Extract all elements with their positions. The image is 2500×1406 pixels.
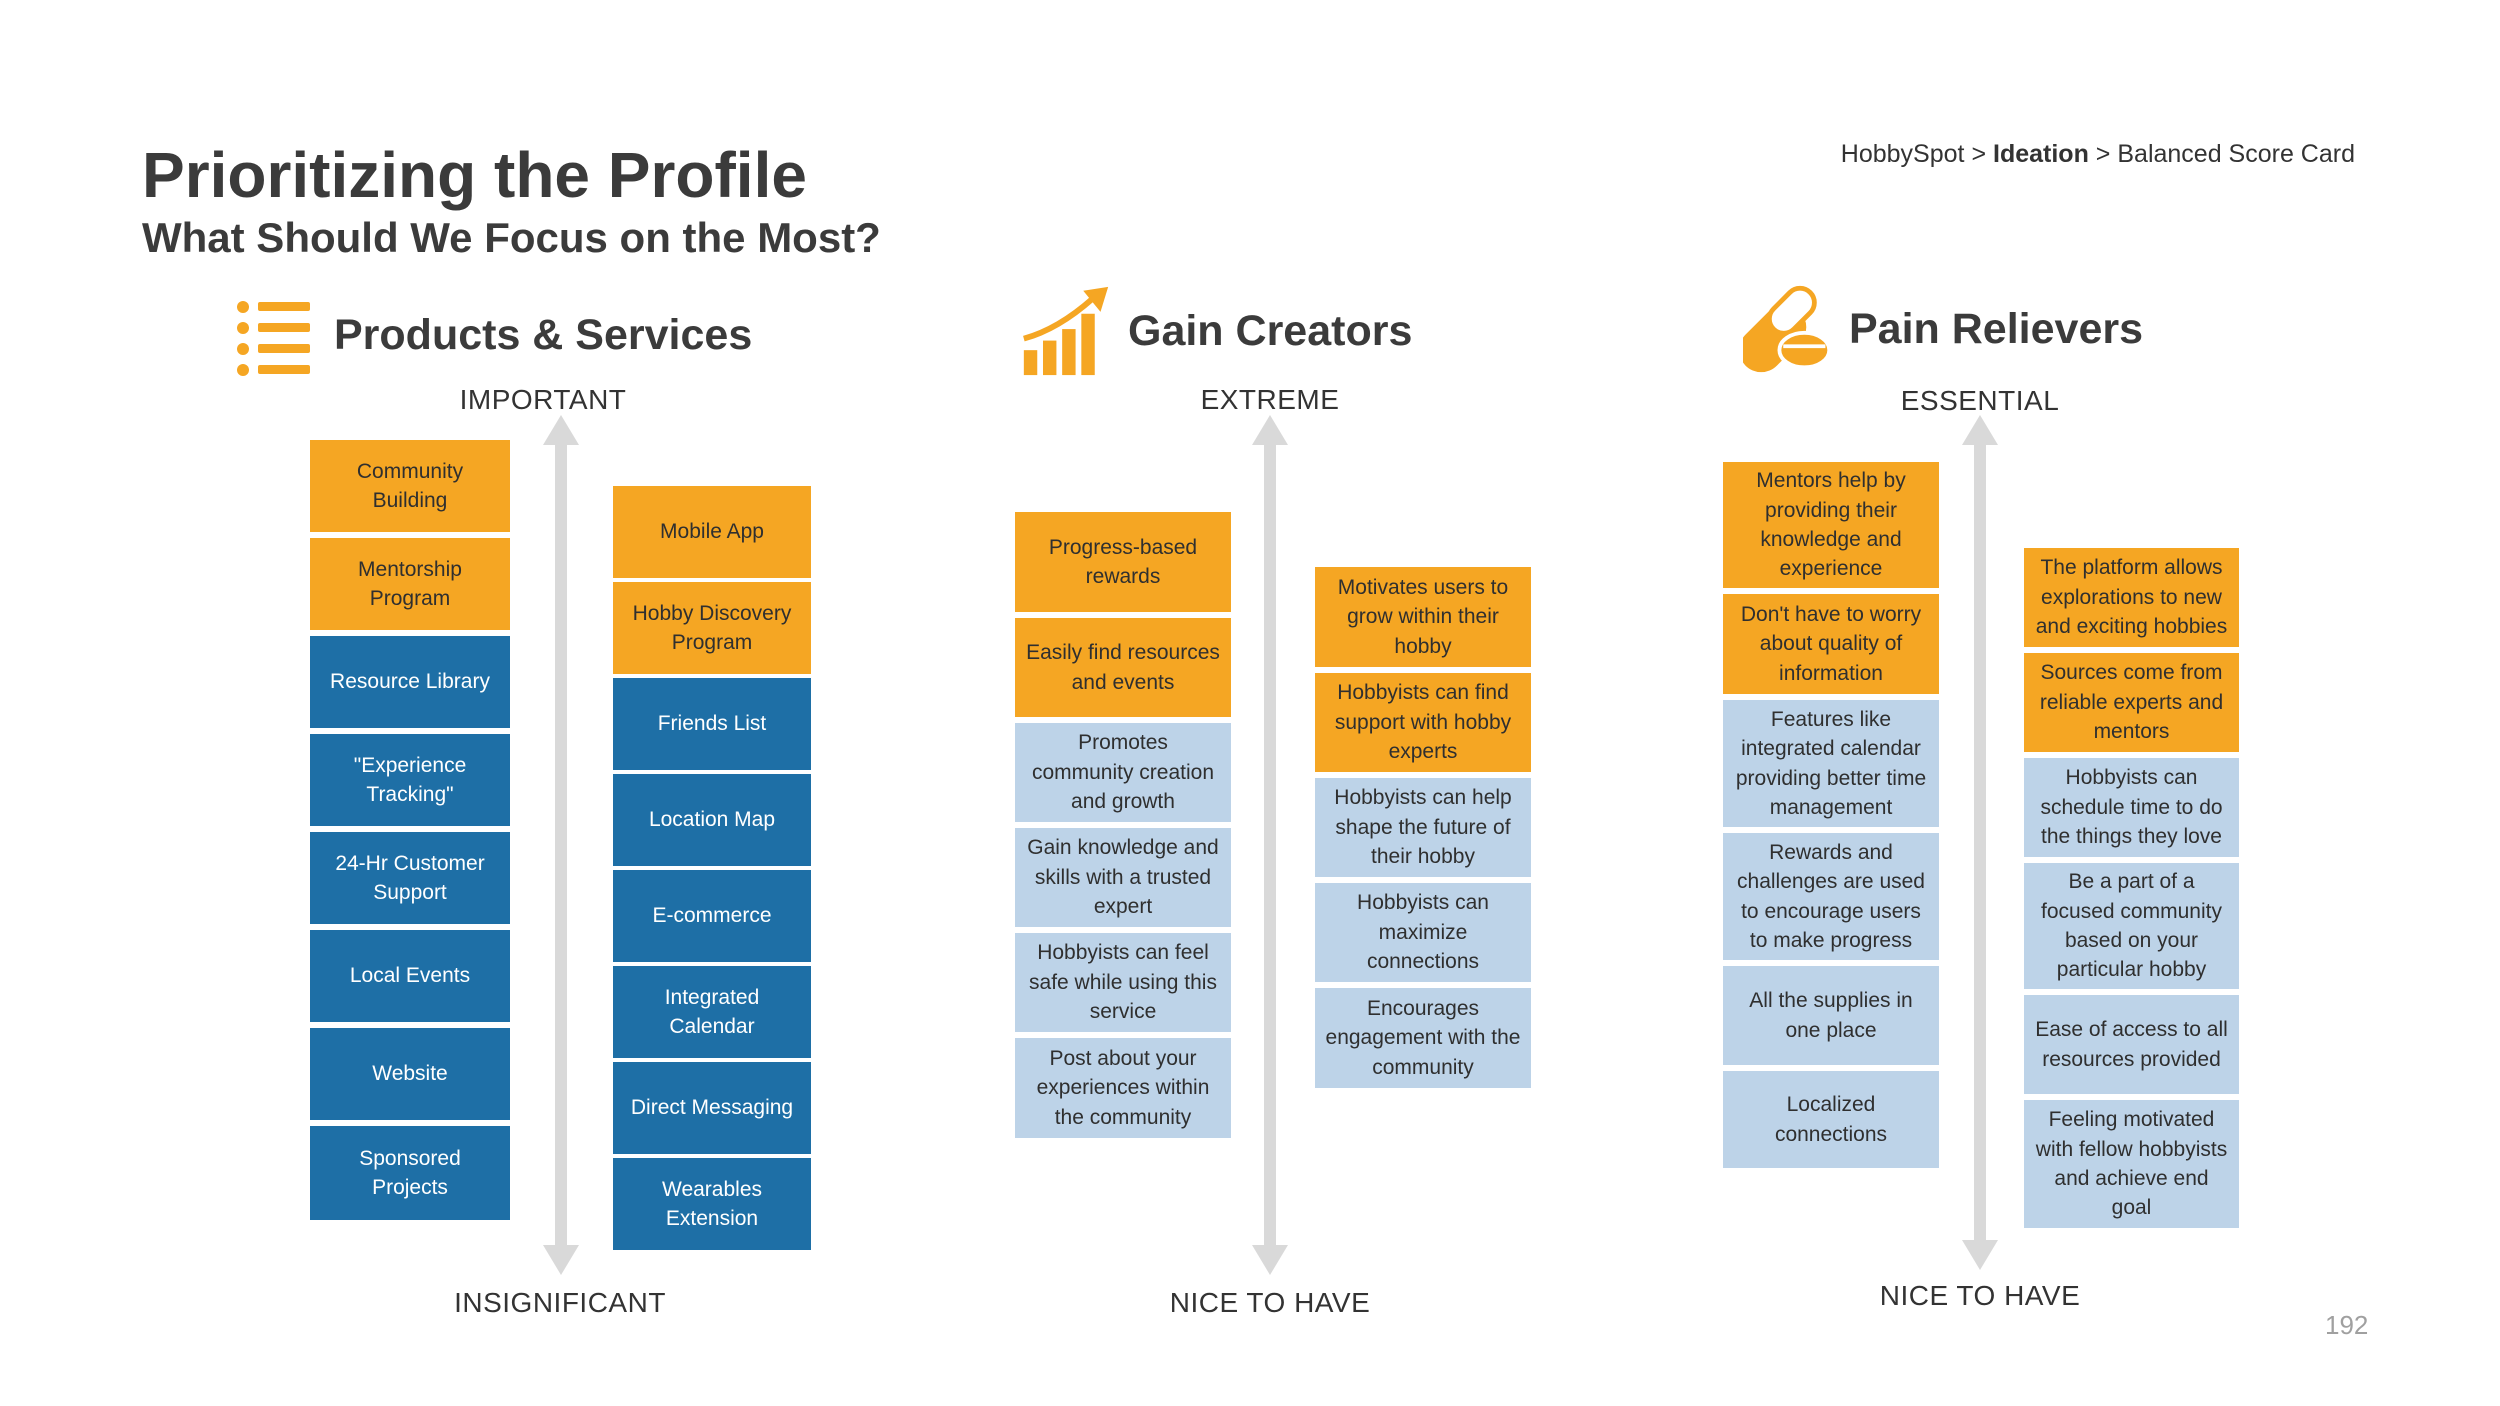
card: Local Events bbox=[310, 930, 510, 1022]
section-header-products: Products & Services bbox=[232, 290, 752, 380]
axis-top-label: EXTREME bbox=[1200, 384, 1340, 415]
card: Promotes community creation and growth bbox=[1015, 723, 1231, 822]
card: Hobbyists can maximize connections bbox=[1315, 883, 1531, 982]
card: Rewards and challenges are used to encou… bbox=[1723, 833, 1939, 960]
card: Hobbyists can help shape the future of t… bbox=[1315, 778, 1531, 877]
page-subtitle: What Should We Focus on the Most? bbox=[142, 214, 881, 261]
axis-bottom-label: NICE TO HAVE bbox=[1169, 1287, 1371, 1318]
section-heading: Products & Services bbox=[334, 310, 753, 359]
page-number: 192 bbox=[2325, 1310, 2369, 1340]
breadcrumb-root[interactable]: HobbySpot bbox=[1840, 140, 1965, 168]
card: Ease of access to all resources provided bbox=[2024, 995, 2239, 1094]
section-header-pain-relievers: Pain Relievers bbox=[1743, 284, 2143, 374]
card: Sponsored Projects bbox=[310, 1126, 510, 1220]
card: Hobbyists can feel safe while using this… bbox=[1015, 933, 1231, 1032]
card: Sources come from reliable experts and m… bbox=[2024, 653, 2239, 752]
section-header-gain-creators: Gain Creators bbox=[1020, 286, 1412, 376]
card: Gain knowledge and skills with a trusted… bbox=[1015, 828, 1231, 927]
card: Hobbyists can schedule time to do the th… bbox=[2024, 758, 2239, 857]
card: Post about your experiences within the c… bbox=[1015, 1038, 1231, 1138]
card: Hobby Discovery Program bbox=[613, 582, 811, 674]
card: Progress-based rewards bbox=[1015, 512, 1231, 612]
breadcrumb-current[interactable]: Ideation bbox=[1993, 140, 2089, 168]
priority-arrow bbox=[1962, 415, 1998, 1270]
list-icon bbox=[237, 301, 310, 376]
card: Don't have to worry about quality of inf… bbox=[1723, 594, 1939, 694]
axis-top-label: IMPORTANT bbox=[459, 384, 627, 415]
card: Integrated Calendar bbox=[613, 966, 811, 1058]
card: E-commerce bbox=[613, 870, 811, 962]
pills-icon bbox=[1743, 285, 1832, 373]
axis-top-label: ESSENTIAL bbox=[1900, 385, 2060, 416]
breadcrumb: HobbySpot > Ideation > Balanced Score Ca… bbox=[1841, 140, 2355, 169]
section-heading: Pain Relievers bbox=[1849, 304, 2144, 353]
breadcrumb-separator: > bbox=[2095, 140, 2111, 168]
card: Motivates users to grow within their hob… bbox=[1315, 567, 1531, 667]
card: Wearables Extension bbox=[613, 1158, 811, 1250]
section-heading: Gain Creators bbox=[1128, 306, 1413, 355]
card: Be a part of a focused community based o… bbox=[2024, 863, 2239, 989]
card: Location Map bbox=[613, 774, 811, 866]
breadcrumb-last[interactable]: Balanced Score Card bbox=[2117, 140, 2355, 168]
axis-bottom-label: NICE TO HAVE bbox=[1879, 1280, 2081, 1311]
card: Feeling motivated with fellow hobbyists … bbox=[2024, 1100, 2239, 1228]
card: Mentors help by providing their knowledg… bbox=[1723, 462, 1939, 588]
card: All the supplies in one place bbox=[1723, 966, 1939, 1065]
breadcrumb-separator: > bbox=[1971, 140, 1987, 168]
card: Features like integrated calendar provid… bbox=[1723, 700, 1939, 827]
card: Hobbyists can find support with hobby ex… bbox=[1315, 673, 1531, 772]
card: Direct Messaging bbox=[613, 1062, 811, 1154]
card: The platform allows explorations to new … bbox=[2024, 548, 2239, 647]
priority-arrow bbox=[543, 415, 579, 1275]
card: Resource Library bbox=[310, 636, 510, 728]
card: Mobile App bbox=[613, 486, 811, 578]
card: Website bbox=[310, 1028, 510, 1120]
card: "Experience Tracking" bbox=[310, 734, 510, 826]
card: Friends List bbox=[613, 678, 811, 770]
axis-bottom-label: INSIGNIFICANT bbox=[454, 1287, 666, 1318]
growth-chart-icon bbox=[1023, 286, 1109, 376]
priority-arrow bbox=[1252, 415, 1288, 1275]
card: Encourages engagement with the community bbox=[1315, 988, 1531, 1088]
card: Mentorship Program bbox=[310, 538, 510, 630]
card: Localized connections bbox=[1723, 1071, 1939, 1168]
card: Easily find resources and events bbox=[1015, 618, 1231, 717]
card: Community Building bbox=[310, 440, 510, 532]
card: 24-Hr Customer Support bbox=[310, 832, 510, 924]
page-title: Prioritizing the Profile bbox=[142, 139, 807, 211]
